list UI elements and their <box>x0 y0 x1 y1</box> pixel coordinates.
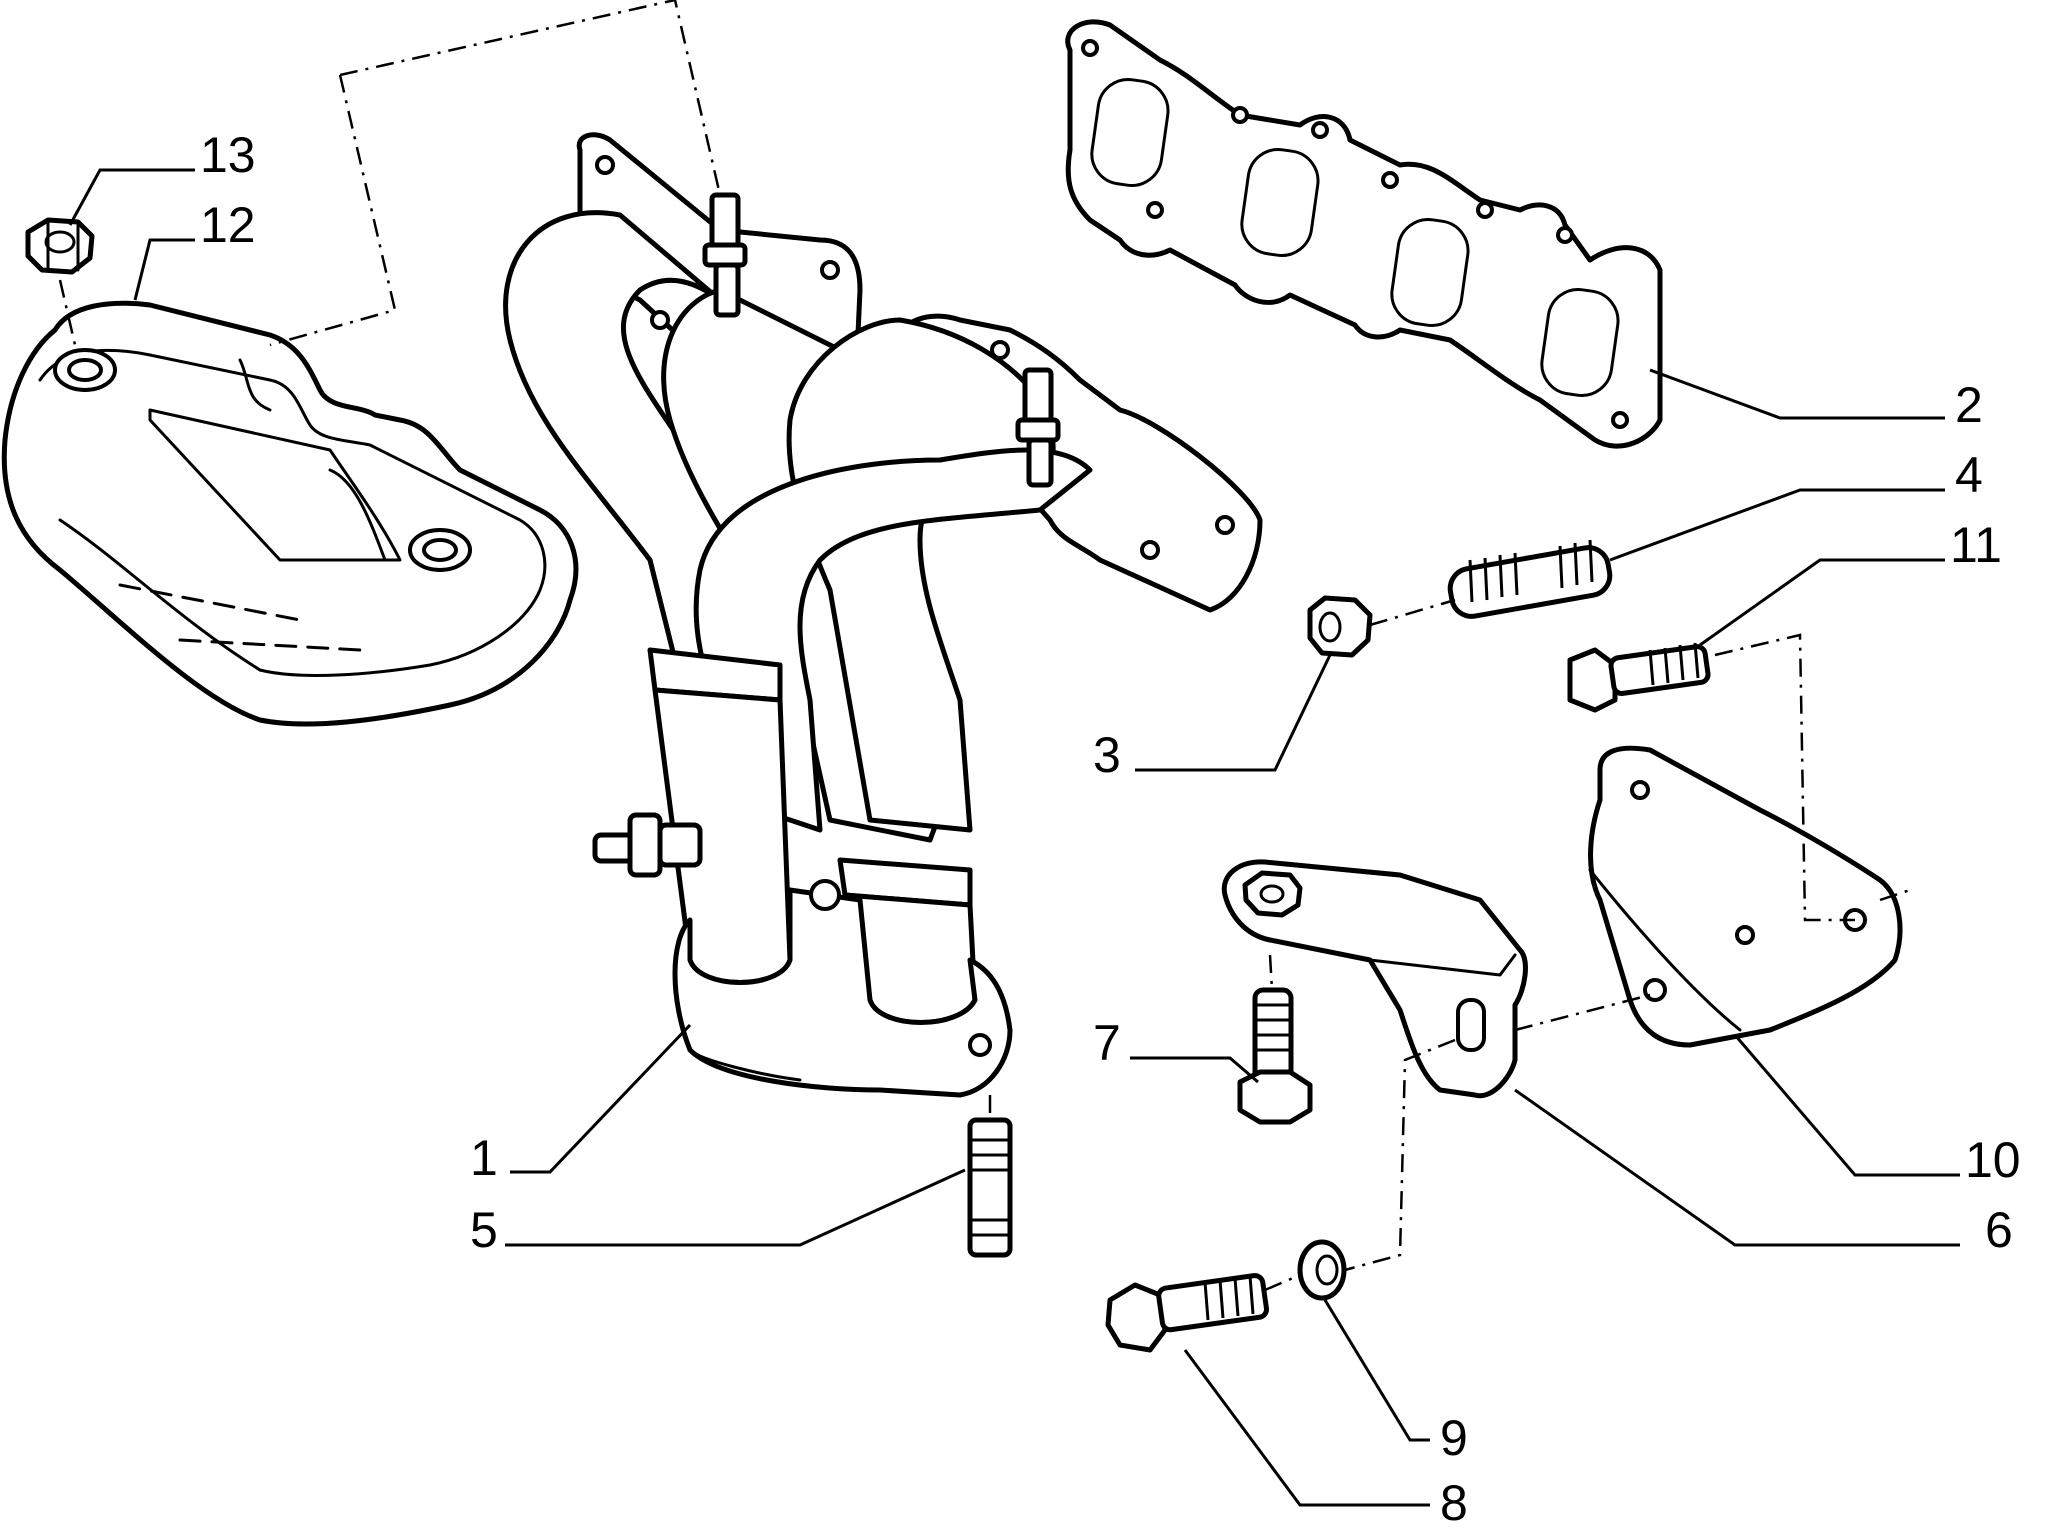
callout-5: 5 <box>470 1202 498 1258</box>
callout-numbers: 13 12 2 4 11 3 7 1 5 10 6 9 8 <box>200 127 2021 1527</box>
callout-12: 12 <box>200 197 256 253</box>
l-bracket-part-6[interactable] <box>1221 859 1528 1099</box>
bolt-part-7[interactable] <box>1237 987 1313 1125</box>
nut-part-13[interactable] <box>25 217 95 275</box>
callout-10: 10 <box>1965 1132 2021 1188</box>
flange-stud-left <box>702 192 748 318</box>
stud-part-5[interactable] <box>967 1117 1013 1258</box>
callout-3: 3 <box>1093 727 1121 783</box>
gasket-part-2[interactable] <box>1065 19 1663 449</box>
washer-part-9[interactable] <box>1297 1239 1347 1301</box>
stud-on-manifold <box>592 812 703 878</box>
bolt-part-8[interactable] <box>1105 1273 1269 1353</box>
callout-13: 13 <box>200 127 256 183</box>
exhaust-manifold-part-1[interactable] <box>503 132 1263 1098</box>
stud-part-4[interactable] <box>1447 539 1613 620</box>
callout-2: 2 <box>1955 377 1983 433</box>
callout-6: 6 <box>1985 1202 2013 1258</box>
bracket-plate-part-10[interactable] <box>1588 745 1903 1048</box>
callout-leader-lines <box>68 168 1960 1507</box>
flange-stud-right <box>1015 367 1061 488</box>
callout-1: 1 <box>470 1130 498 1186</box>
callout-11: 11 <box>1950 517 2002 573</box>
assembly-centerlines <box>58 0 1911 1292</box>
callout-8: 8 <box>1440 1475 1468 1527</box>
bolt-part-11[interactable] <box>1567 642 1711 713</box>
callout-7: 7 <box>1093 1015 1121 1071</box>
heat-shield-part-12[interactable] <box>1 300 579 727</box>
nut-part-3[interactable] <box>1307 595 1373 658</box>
callout-9: 9 <box>1440 1410 1468 1466</box>
callout-4: 4 <box>1955 447 1983 503</box>
